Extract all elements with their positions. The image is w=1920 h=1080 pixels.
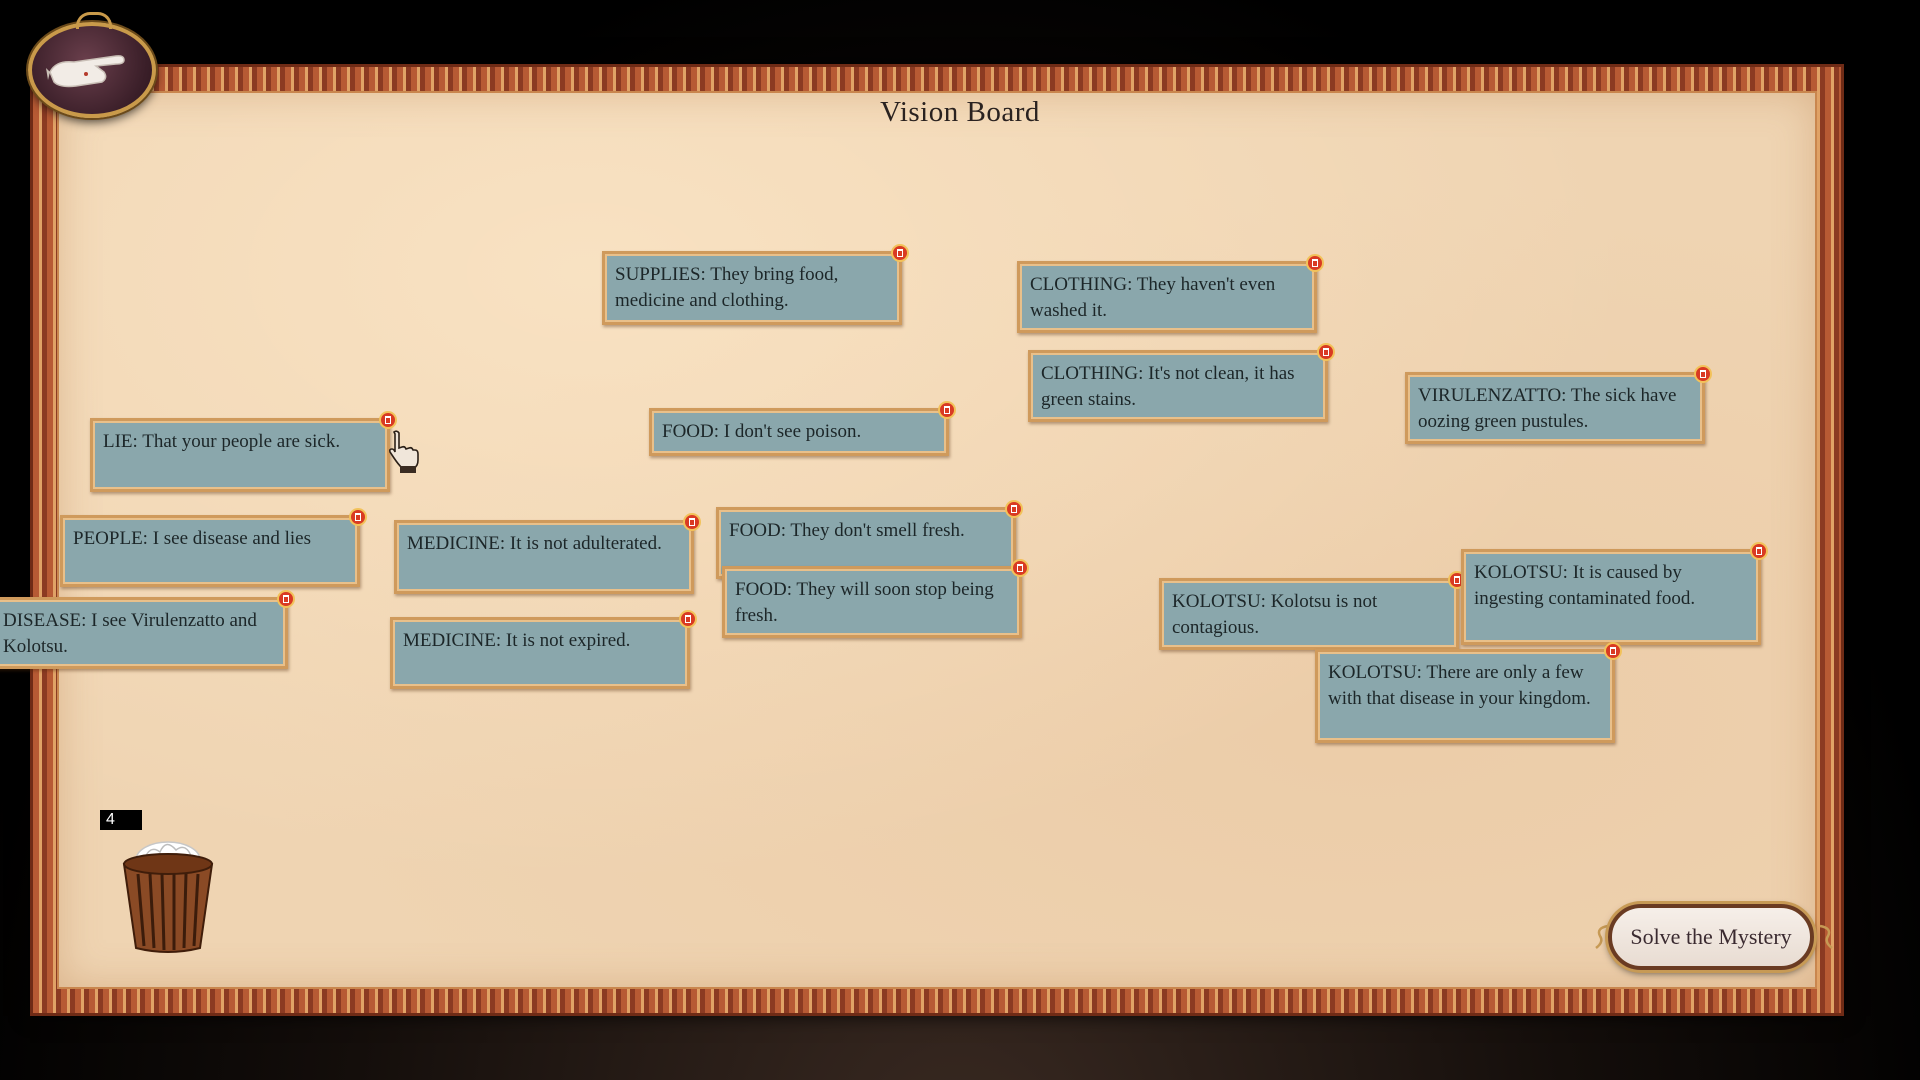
note-virulenzatto[interactable]: VIRULENZATTO: The sick have oozing green… bbox=[1405, 365, 1712, 444]
note-food-poison[interactable]: FOOD: I don't see poison. bbox=[649, 401, 956, 456]
note-text: MEDICINE: It is not expired. bbox=[403, 630, 631, 651]
note-supplies[interactable]: SUPPLIES: They bring food, medicine and … bbox=[602, 244, 909, 325]
note-food-fresh[interactable]: FOOD: They will soon stop being fresh. bbox=[722, 559, 1029, 638]
note-kolotsu-caused[interactable]: KOLOTSU: It is caused by ingesting conta… bbox=[1461, 542, 1768, 645]
note-text: VIRULENZATTO: The sick have oozing green… bbox=[1418, 385, 1677, 432]
trash-icon[interactable] bbox=[1306, 254, 1324, 272]
board-title: Vision Board bbox=[880, 96, 1040, 128]
trash-icon[interactable] bbox=[277, 590, 295, 608]
trash-icon[interactable] bbox=[891, 244, 909, 262]
note-disease[interactable]: DISEASE: I see Virulenzatto and Kolotsu. bbox=[0, 590, 295, 669]
ornament-right bbox=[1818, 922, 1834, 952]
note-text: FOOD: I don't see poison. bbox=[662, 421, 862, 442]
badge-crest bbox=[76, 12, 112, 29]
note-text: KOLOTSU: It is caused by ingesting conta… bbox=[1474, 562, 1696, 609]
note-clothing-stains[interactable]: CLOTHING: It's not clean, it has green s… bbox=[1028, 343, 1335, 422]
trash-icon[interactable] bbox=[938, 401, 956, 419]
note-text: FOOD: They will soon stop being fresh. bbox=[735, 579, 994, 626]
trash-icon[interactable] bbox=[1604, 642, 1622, 660]
pointing-hand-icon[interactable] bbox=[28, 12, 156, 118]
trash-icon[interactable] bbox=[1694, 365, 1712, 383]
hand-cursor-icon bbox=[388, 430, 419, 473]
note-kolotsu-contagious[interactable]: KOLOTSU: Kolotsu is not contagious. bbox=[1159, 571, 1466, 650]
note-medicine-expired[interactable]: MEDICINE: It is not expired. bbox=[390, 610, 697, 689]
note-people[interactable]: PEOPLE: I see disease and lies bbox=[60, 508, 367, 587]
trash-count-badge: 4 bbox=[100, 810, 142, 830]
trash-icon[interactable] bbox=[683, 513, 701, 531]
note-text: PEOPLE: I see disease and lies bbox=[73, 528, 311, 549]
note-text: MEDICINE: It is not adulterated. bbox=[407, 533, 662, 554]
note-kolotsu-few[interactable]: KOLOTSU: There are only a few with that … bbox=[1315, 642, 1622, 743]
note-text: CLOTHING: They haven't even washed it. bbox=[1030, 274, 1276, 321]
wastebasket-icon[interactable] bbox=[120, 830, 216, 954]
note-text: CLOTHING: It's not clean, it has green s… bbox=[1041, 363, 1295, 410]
trash-icon[interactable] bbox=[1317, 343, 1335, 361]
trash-icon[interactable] bbox=[1005, 500, 1023, 518]
solve-the-mystery-button[interactable]: Solve the Mystery bbox=[1608, 904, 1814, 970]
note-clothing-unwashed[interactable]: CLOTHING: They haven't even washed it. bbox=[1017, 254, 1324, 333]
note-text: FOOD: They don't smell fresh. bbox=[729, 520, 965, 541]
note-text: SUPPLIES: They bring food, medicine and … bbox=[615, 264, 839, 311]
trash-icon[interactable] bbox=[1011, 559, 1029, 577]
trash-icon[interactable] bbox=[679, 610, 697, 628]
note-text: LIE: That your people are sick. bbox=[103, 431, 341, 452]
note-text: KOLOTSU: There are only a few with that … bbox=[1328, 662, 1591, 709]
trash-icon[interactable] bbox=[379, 411, 397, 429]
note-medicine-adulterated[interactable]: MEDICINE: It is not adulterated. bbox=[394, 513, 701, 594]
trash-icon[interactable] bbox=[349, 508, 367, 526]
ornament-left bbox=[1594, 922, 1610, 952]
pointing-hand-graphic bbox=[46, 55, 125, 88]
note-text: DISEASE: I see Virulenzatto and Kolotsu. bbox=[3, 610, 257, 657]
note-text: KOLOTSU: Kolotsu is not contagious. bbox=[1172, 591, 1378, 638]
note-lie[interactable]: LIE: That your people are sick. bbox=[90, 411, 397, 492]
trash-icon[interactable] bbox=[1750, 542, 1768, 560]
